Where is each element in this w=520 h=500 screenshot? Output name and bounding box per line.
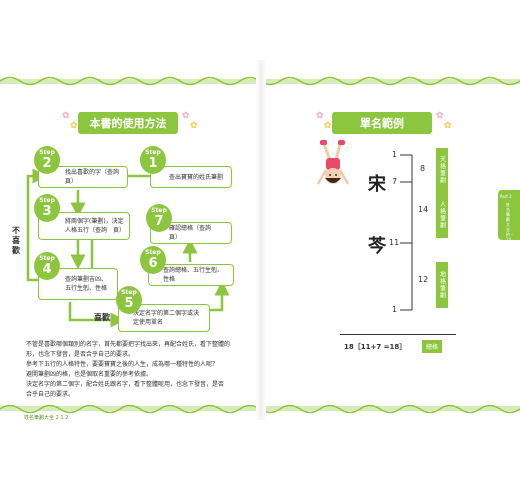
flower-icon: ✿ [190, 121, 198, 131]
right-num-8: 8 [420, 164, 426, 173]
step2-box: 找出喜歡的字（查詢 頁） [38, 166, 128, 188]
step6-box: 查詢總格、五行生剋、性格 [148, 264, 234, 286]
flow-arrows [26, 168, 230, 328]
like-label: 喜歡 [94, 313, 110, 322]
total-divider [340, 334, 456, 335]
step2-text: 找出喜歡的字（查詢 頁） [65, 169, 126, 185]
heaven-tag: 天格筆劃 [436, 148, 448, 192]
stroke-brackets [400, 154, 413, 311]
step6-text: 查詢總格、五行生剋、性格 [163, 267, 224, 283]
step1-box: 查出寶寶的姓氏筆劃 [150, 166, 232, 188]
page-spine [256, 60, 266, 420]
flower-icon: ✿ [70, 121, 78, 131]
body-line-4: 避開筆劃凶的格，也是個取名重要的參考依據。 [26, 371, 153, 378]
body-line-2: 形，也念下發音，是否合乎自己的要求。 [26, 351, 135, 358]
step4-text: 查詢筆劃吉凶、五行生剋、性格 [65, 276, 108, 292]
step1-text: 查出寶寶的姓氏筆劃 [169, 173, 224, 181]
side-part-tab [498, 190, 520, 240]
flower-icon: ✿ [316, 111, 324, 121]
side-part-label: Part 2 [500, 194, 512, 199]
body-line-1: 不管是喜歡哪個類別的名字，首先都要把字找出來，再配合姓氏，看下整體的 [26, 341, 231, 348]
side-part-text: 姓名筆劃大全的・24 [506, 202, 514, 242]
body-line-3: 參考下五行的人格特性，要要寶寶之後的人生，成為哪一種特性的人呢？ [26, 361, 219, 368]
step3-text: 將兩個字(筆劃)，決定人格五行（查詢 頁） [65, 218, 126, 234]
page-title-right: 單名範例 [332, 112, 432, 134]
step7-text: 確認總格（查詢 頁） [169, 225, 218, 241]
total-expression: 18［11+7 =18］ [344, 343, 407, 351]
person-tag: 人格筆劃 [436, 192, 448, 238]
body-line-5: 決定名字的第二個字，配合姓氏跟名字，看下整體呢用，也念下發音，是否 [26, 381, 225, 388]
right-num-12: 12 [418, 275, 429, 284]
num-11: 11 [389, 238, 400, 247]
flower-icon: ✿ [182, 111, 190, 121]
surname-char: 宋 [368, 174, 386, 195]
num-7: 7 [392, 177, 398, 186]
earth-tag: 地格筆劃 [436, 262, 448, 308]
given-name-char: 芩 [368, 236, 386, 257]
num-bottom1: 1 [392, 305, 398, 314]
total-tag: 總格 [422, 340, 443, 353]
num-top1: 1 [392, 150, 398, 159]
step5-text: 決定名字的第二個字或決定使用單名 [133, 310, 200, 326]
page-footer: 姓名筆劃大全 2 1 2 [24, 415, 69, 421]
flower-icon: ✿ [324, 121, 332, 131]
step7-box: 確認總格（查詢 頁） [150, 222, 232, 244]
child-illustration [316, 140, 350, 185]
dislike-label: 不喜歡 [12, 226, 20, 255]
flower-icon: ✿ [444, 121, 452, 131]
flower-icon: ✿ [436, 111, 444, 121]
page-title: 本書的使用方法 [78, 112, 178, 134]
flower-icon: ✿ [62, 111, 70, 121]
body-line-6: 合乎自己的要求。 [26, 391, 75, 398]
right-num-14: 14 [418, 205, 429, 214]
